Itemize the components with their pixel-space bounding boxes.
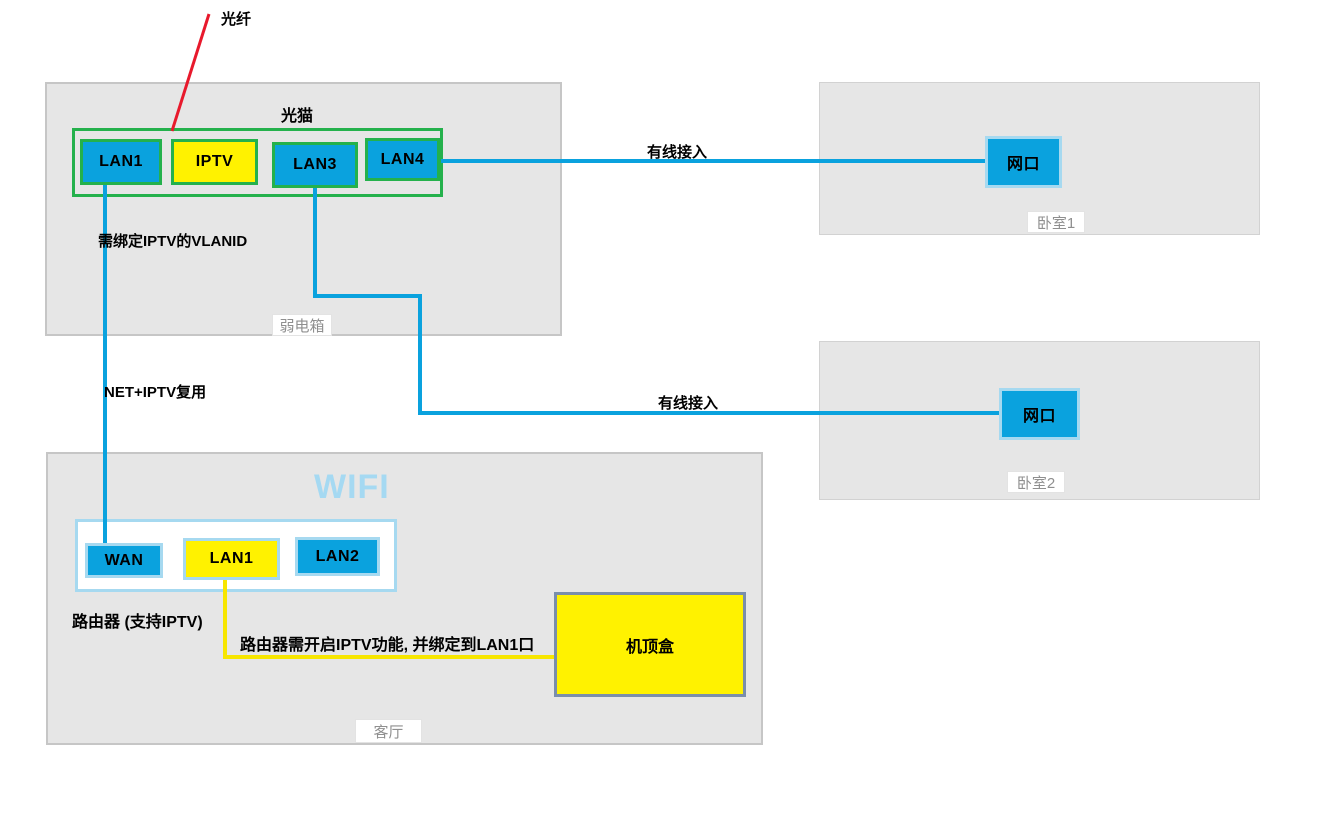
- set-top-box: 机顶盒: [554, 592, 746, 697]
- wired-access-label-1: 有线接入: [647, 144, 708, 161]
- vlan-note: 需绑定IPTV的VLANID: [98, 233, 248, 250]
- living-room-label: 客厅: [355, 719, 422, 743]
- router-port-lan1: LAN1: [183, 538, 280, 580]
- wired-access-label-2: 有线接入: [658, 395, 719, 412]
- bedroom2-wall-port: 网口: [999, 388, 1080, 440]
- modem-port-lan4: LAN4: [365, 138, 440, 181]
- weak-box-room-label: 弱电箱: [272, 314, 332, 336]
- fiber-label: 光纤: [221, 11, 252, 28]
- bedroom1-wall-port: 网口: [985, 136, 1062, 188]
- net-iptv-note: NET+IPTV复用: [104, 384, 207, 401]
- router-label: 路由器 (支持IPTV): [72, 614, 203, 631]
- modem-port-iptv: IPTV: [171, 139, 258, 185]
- wifi-label: WIFI: [314, 468, 390, 506]
- bedroom2-room-label: 卧室2: [1007, 471, 1065, 493]
- bedroom1-room-label: 卧室1: [1027, 211, 1085, 233]
- router-port-wan: WAN: [85, 543, 163, 578]
- modem-port-lan1: LAN1: [80, 139, 162, 185]
- modem-port-lan3: LAN3: [272, 142, 358, 188]
- router-iptv-note: 路由器需开启IPTV功能, 并绑定到LAN1口: [240, 637, 535, 654]
- modem-title: 光猫: [281, 108, 314, 125]
- router-port-lan2: LAN2: [295, 537, 380, 576]
